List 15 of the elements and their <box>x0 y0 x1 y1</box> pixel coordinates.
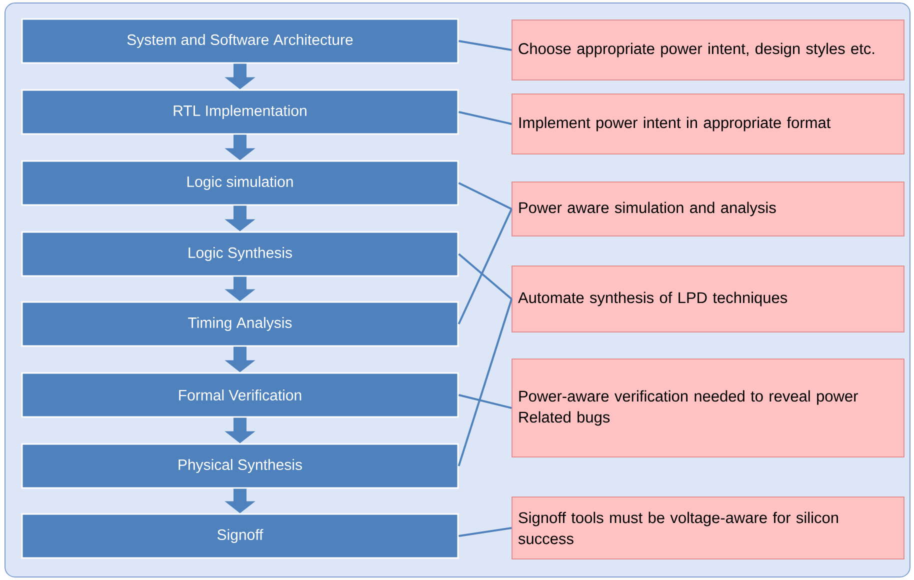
note-box: Implement power intent in appropriate format <box>512 94 904 154</box>
note-box: Automate synthesis of LPD techniques <box>512 266 904 332</box>
connector-line <box>458 208 513 324</box>
process-box: System and Software Architecture <box>21 18 459 64</box>
note-box: Choose appropriate power intent, design styles etc. <box>512 20 904 80</box>
note-box: Power aware simulation and analysis <box>512 182 904 236</box>
connector-line <box>458 394 512 409</box>
connector-line <box>458 40 512 51</box>
connector-line <box>458 527 512 537</box>
connector-line <box>458 253 512 300</box>
note-box: Signoff tools must be voltage-aware for silicon success <box>512 496 904 560</box>
connector-line <box>458 182 512 210</box>
note-box: Power-aware verification needed to reveal power Related bugs <box>512 358 904 458</box>
connector-line <box>458 298 513 466</box>
connector-line <box>458 111 512 125</box>
